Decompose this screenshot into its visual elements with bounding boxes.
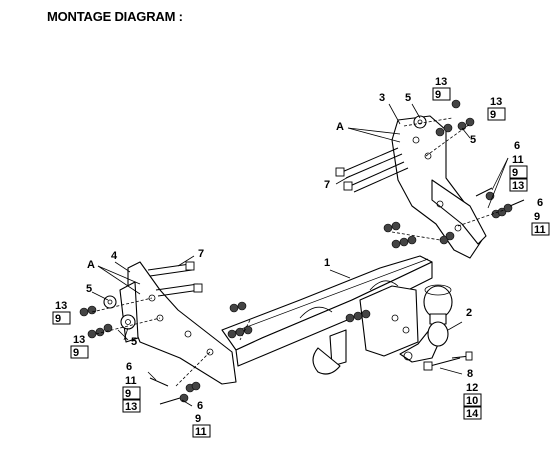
diagram-title: MONTAGE DIAGRAM : [47, 9, 183, 24]
label-7-right: 7 [324, 179, 330, 191]
stack-s_8-2: 14 [466, 408, 479, 420]
right-side-bracket [391, 115, 487, 259]
label-2: 2 [466, 307, 472, 319]
label-8: 8 [467, 368, 473, 380]
stack-s_l2-1: 9 [73, 347, 79, 359]
label-A-right: A [336, 121, 344, 133]
stack-s_b6b-1: 11 [195, 426, 207, 438]
stack-box-s_top2-1 [487, 107, 506, 121]
stack-s_r6-1: 9 [512, 167, 518, 179]
stack-box-s_r6b-1 [531, 222, 550, 236]
stack-s_l1-1: 9 [55, 313, 61, 325]
stack-s_r6b-0: 9 [534, 211, 540, 223]
stack-s_b6b-0: 9 [195, 413, 201, 425]
main-crossbar [221, 255, 433, 367]
stack-s_8-1: 10 [466, 395, 478, 407]
stack-box-s_b6-1 [122, 386, 141, 400]
label-5-left: 5 [86, 283, 92, 295]
label-6-bottom: 6 [126, 361, 132, 373]
label-6-far-right: 6 [537, 197, 543, 209]
center-mount-plate [312, 285, 419, 375]
stack-s_b6-2: 13 [125, 401, 137, 413]
label-A-left: A [87, 259, 95, 271]
label-4: 4 [111, 250, 118, 262]
stack-s_b6-0: 11 [125, 375, 137, 387]
tow-ball [399, 284, 453, 363]
stack-s_r6-0: 11 [512, 154, 524, 166]
stack-s_8-0: 12 [466, 382, 478, 394]
label-5-top: 5 [405, 92, 411, 104]
stack-s_top2-0: 13 [490, 96, 502, 108]
stack-box-s_r6-2 [509, 178, 528, 192]
stack-box-s_b6b-1 [192, 424, 211, 438]
stack-box-s_l2-1 [70, 345, 89, 359]
stack-s_r6b-1: 11 [534, 224, 546, 236]
label-6-right: 6 [514, 140, 520, 152]
stack-box-s_8-2 [463, 406, 482, 420]
label-5-bottom: 5 [131, 336, 137, 348]
stack-s_top1-1: 9 [435, 89, 441, 101]
stack-s_l2-0: 13 [73, 334, 85, 346]
stack-box-s_top1-1 [432, 87, 451, 101]
label-7-left: 7 [198, 248, 204, 260]
stack-box-s_b6-2 [122, 399, 141, 413]
label-5-right: 5 [470, 134, 476, 146]
stack-s_l1-0: 13 [55, 300, 67, 312]
stack-box-s_8-1 [463, 393, 482, 407]
part-labels: 1 2 3 4 5 5 5 5 6 6 6 6 7 7 8 A A [86, 92, 543, 412]
assembly-dashes [91, 117, 505, 387]
leader-lines [91, 103, 509, 407]
stack-s_top1-0: 13 [435, 76, 447, 88]
stack-s_r6-2: 13 [512, 180, 524, 192]
stack-s_top2-1: 9 [490, 109, 496, 121]
long-bolts-left [147, 261, 203, 297]
label-1: 1 [324, 257, 330, 269]
stack-box-s_r6-1 [509, 165, 528, 179]
label-3: 3 [379, 92, 385, 104]
stack-box-s_l1-1 [52, 311, 71, 325]
left-side-bracket [119, 261, 237, 385]
label-6-bottom-right: 6 [197, 400, 203, 412]
long-bolts-right [335, 147, 409, 193]
fastener-stacks [79, 99, 525, 405]
stack-s_b6-1: 9 [125, 388, 131, 400]
